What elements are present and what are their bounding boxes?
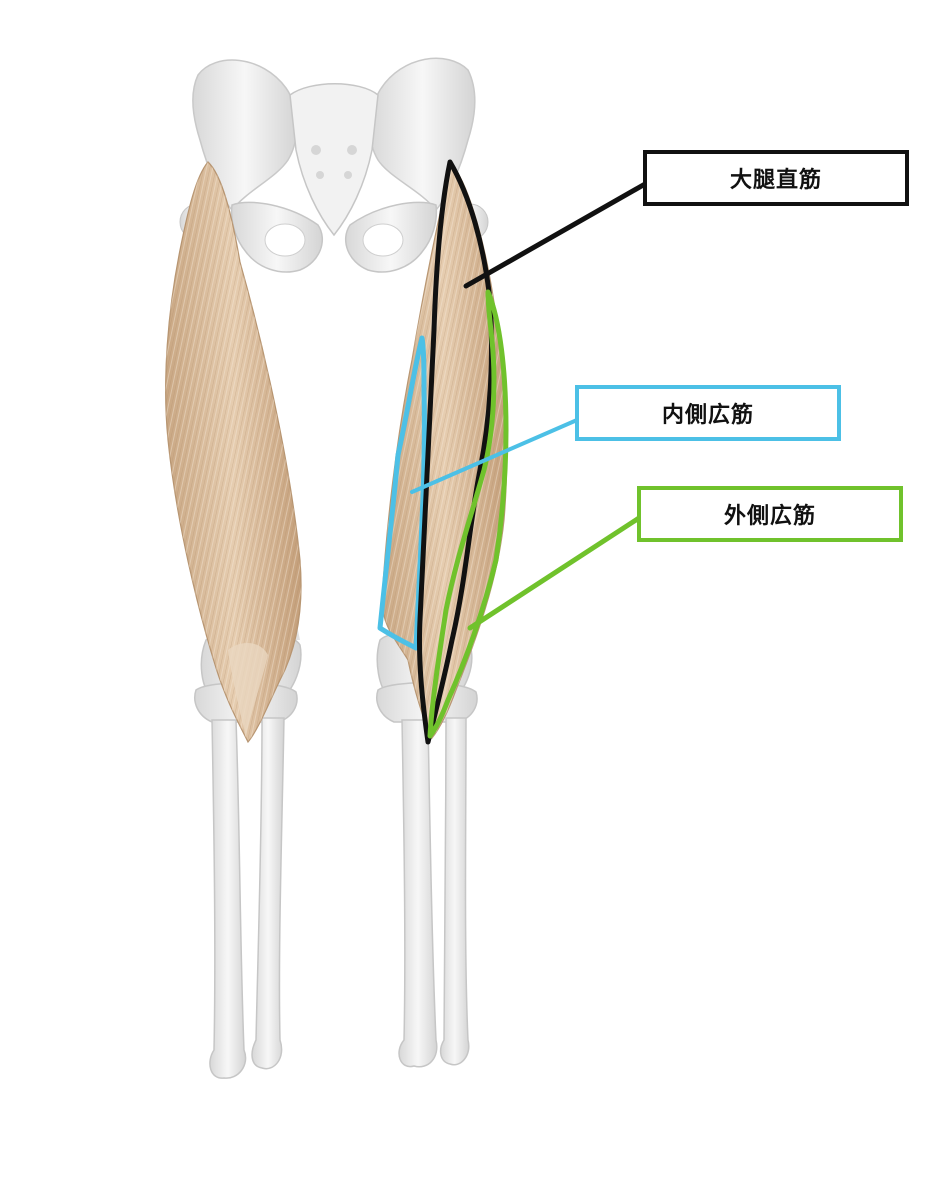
left-quadriceps-muscle	[165, 161, 302, 744]
vastus-lateralis-outline	[427, 289, 509, 739]
rectus-femoris-label: 大腿直筋	[643, 150, 909, 206]
rectus-femoris-leader-line	[463, 181, 648, 289]
vastus-lateralis-label: 外側広筋	[637, 486, 903, 542]
vastus-medialis-label: 内側広筋	[575, 385, 841, 441]
vastus-lateralis-leader-line	[467, 515, 642, 631]
vastus-medialis-outline	[377, 335, 427, 651]
vastus-medialis-leader-line	[410, 418, 579, 494]
